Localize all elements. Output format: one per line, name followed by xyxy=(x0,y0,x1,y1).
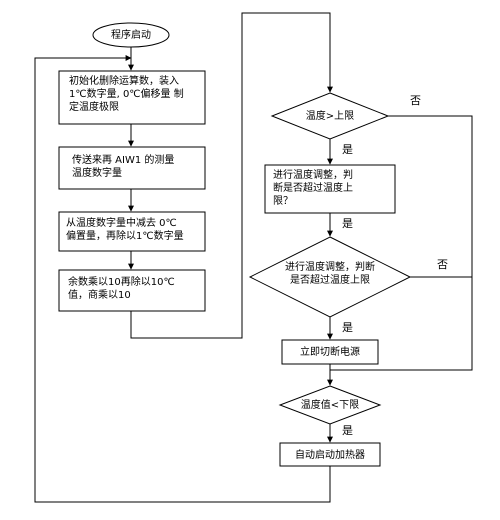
edge-labels: 是 否 是 是 否 是 xyxy=(342,94,448,437)
node-check-upper: 温度>上限 xyxy=(270,92,390,140)
adjust2-label-line: 进行温度调整，判断 xyxy=(285,260,375,273)
init-label-line: 初始化删除运算数，装入 xyxy=(69,74,179,87)
node-adjust1: 进行温度调整，判断是否超过温度上限？ xyxy=(264,164,396,214)
edge-heater-loop-back xyxy=(34,55,331,503)
edge-label-lower-yes: 是 xyxy=(342,424,353,437)
subtract-process-box xyxy=(58,211,206,252)
edge-label-adjust1-yes: 是 xyxy=(342,217,353,230)
adjust2-label-line: 是否超过温度上限 xyxy=(290,273,370,286)
subtract-label-line: 从温度数字量中减去 0℃ xyxy=(66,216,177,229)
edge-upper-no-bypass xyxy=(330,115,473,371)
node-remainder: 余数乘以10再除以10℃值，商乘以10 xyxy=(58,269,206,312)
adjust1-process-box xyxy=(264,164,396,214)
subtract-label: 从温度数字量中减去 0℃偏置量，再除以1℃数字量 xyxy=(66,216,184,242)
subtract-label-line: 偏置量，再除以1℃数字量 xyxy=(66,229,184,242)
cut-power-process-box xyxy=(281,339,379,365)
edge-label-adjust2-no: 否 xyxy=(437,258,448,271)
init-label-line: 1℃数字量, 0℃偏移量 制 xyxy=(69,87,184,100)
remainder-label: 余数乘以10再除以10℃值，商乘以10 xyxy=(68,275,175,301)
transfer-label-line: 温度数字量 xyxy=(72,166,122,179)
init-label-line: 定温度极限 xyxy=(69,100,119,113)
node-transfer: 传送来再 AIW1 的测量温度数字量 xyxy=(58,146,206,190)
check-upper-label: 温度>上限 xyxy=(306,109,354,122)
check-upper-decision-shape xyxy=(270,92,390,140)
transfer-process-box xyxy=(58,146,206,190)
start-label-line: 程序启动 xyxy=(111,28,151,41)
cut-power-label-line: 立即切断电源 xyxy=(300,345,360,358)
remainder-label-line: 值，商乘以10 xyxy=(68,288,131,301)
node-subtract: 从温度数字量中减去 0℃偏置量，再除以1℃数字量 xyxy=(58,211,206,252)
connectors xyxy=(34,12,473,503)
check-lower-label-line: 温度值<下限 xyxy=(301,398,359,411)
adjust1-label-line: 进行温度调整，判 xyxy=(273,168,353,181)
heater-label: 自动启动加热器 xyxy=(295,448,365,461)
adjust1-label: 进行温度调整，判断是否超过温度上限？ xyxy=(273,168,353,207)
start-terminator-shape xyxy=(92,22,170,48)
heater-label-line: 自动启动加热器 xyxy=(295,448,365,461)
heater-process-box xyxy=(279,442,381,467)
check-lower-decision-shape xyxy=(278,385,382,425)
node-adjust2: 进行温度调整，判断是否超过温度上限 xyxy=(248,236,412,318)
node-start: 程序启动 xyxy=(92,22,170,48)
edge-label-upper-no: 否 xyxy=(410,94,421,107)
cut-power-label: 立即切断电源 xyxy=(300,345,360,358)
check-lower-label: 温度值<下限 xyxy=(301,398,359,411)
transfer-label: 传送来再 AIW1 的测量温度数字量 xyxy=(72,153,174,179)
start-label: 程序启动 xyxy=(111,28,151,41)
remainder-process-box xyxy=(58,269,206,312)
check-upper-label-line: 温度>上限 xyxy=(306,109,354,122)
adjust2-decision-shape xyxy=(248,236,412,318)
node-check-lower: 温度值<下限 xyxy=(278,385,382,425)
edge-label-adjust2-yes: 是 xyxy=(342,321,353,334)
transfer-label-line: 传送来再 AIW1 的测量 xyxy=(72,153,174,166)
adjust2-label: 进行温度调整，判断是否超过温度上限 xyxy=(285,260,375,286)
adjust1-label-line: 断是否超过温度上 xyxy=(273,181,353,194)
node-heater: 自动启动加热器 xyxy=(279,442,381,467)
remainder-label-line: 余数乘以10再除以10℃ xyxy=(68,275,175,288)
node-cut-power: 立即切断电源 xyxy=(281,339,379,365)
init-process-box xyxy=(58,70,206,125)
adjust1-label-line: 限？ xyxy=(273,195,293,207)
edge-label-upper-yes: 是 xyxy=(342,143,353,156)
edge-remainder-to-check-upper xyxy=(130,12,333,339)
